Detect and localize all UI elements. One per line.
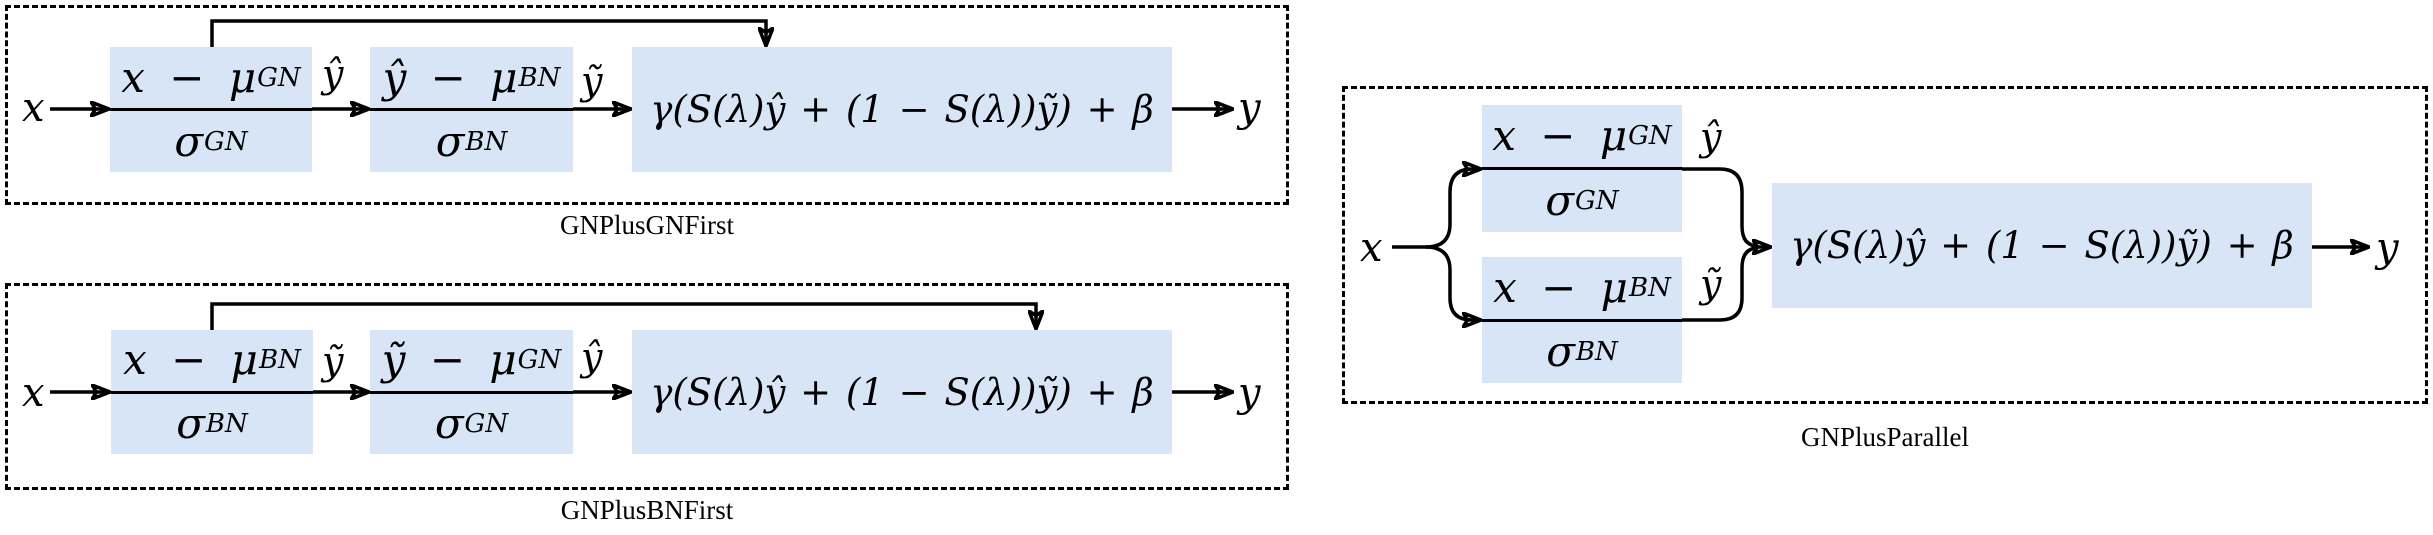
stage2-output-label: ŷ <box>581 335 603 379</box>
affine-combination-box: γ(S(λ)ŷ + (1 − S(λ))ỹ) + β <box>632 330 1172 454</box>
output-label: y <box>1238 370 1261 416</box>
affine-combination-box: γ(S(λ)ŷ + (1 − S(λ))ỹ) + β <box>1772 183 2312 308</box>
panel-caption: GNPlusGNFirst <box>559 210 735 240</box>
p2-skip-connection-arrow <box>210 302 1036 330</box>
p3-bn-merge-line <box>1682 246 1759 322</box>
branch-bottom-output-label: ỹ <box>1700 262 1722 306</box>
input-label: x <box>22 370 45 416</box>
input-label: x <box>22 85 45 131</box>
fraction-bar <box>111 390 313 394</box>
affine-combination-formula: γ(S(λ)ŷ + (1 − S(λ))ỹ) + β <box>1790 224 2294 267</box>
numerator-main: x − μ <box>123 335 259 385</box>
panel-border <box>1342 86 2428 404</box>
denominator-main: σ <box>1545 176 1576 225</box>
panel-border <box>5 5 1289 205</box>
p1-skip-connection-arrow <box>210 19 766 47</box>
input-label: x <box>1360 225 1383 271</box>
affine-combination-formula: γ(S(λ)ŷ + (1 − S(λ))ỹ) + β <box>650 370 1154 414</box>
affine-combination-formula: γ(S(λ)ŷ + (1 − S(λ))ỹ) + β <box>650 88 1154 131</box>
panel-caption: GNPlusParallel <box>1801 422 1969 452</box>
numerator-main: x − μ <box>1492 111 1629 160</box>
stage1-output-label: ỹ <box>322 339 344 383</box>
p3-split-to-bn-arrow <box>1425 245 1480 320</box>
denominator-main: σ <box>435 116 466 166</box>
stage1-output-label: ŷ <box>322 52 344 96</box>
panel-border <box>5 283 1289 490</box>
output-label: y <box>2376 225 2399 271</box>
panel-caption: GNPlusBNFirst <box>560 495 734 525</box>
denominator-main: σ <box>174 116 205 166</box>
stage2-output-label: ỹ <box>581 59 603 103</box>
fraction-bar <box>1482 167 1682 170</box>
branch-top-output-label: ŷ <box>1700 115 1722 159</box>
affine-combination-box: γ(S(λ)ŷ + (1 − S(λ))ỹ) + β <box>632 47 1172 172</box>
numerator-main: ỹ − μ <box>381 335 518 385</box>
numerator-main: x − μ <box>121 52 258 102</box>
output-label: y <box>1238 85 1261 131</box>
fraction-bar <box>370 390 573 394</box>
fraction-bar <box>370 108 573 111</box>
p3-split-to-gn-arrow <box>1425 169 1480 249</box>
fraction-bar <box>110 108 312 111</box>
p3-gn-merge-line <box>1682 167 1759 248</box>
denominator-main: σ <box>176 398 206 448</box>
denominator-main: σ <box>434 398 465 448</box>
numerator-main: ŷ − μ <box>382 52 519 102</box>
numerator-main: x − μ <box>1493 262 1629 312</box>
denominator-main: σ <box>1546 327 1576 377</box>
fraction-bar <box>1482 318 1682 322</box>
